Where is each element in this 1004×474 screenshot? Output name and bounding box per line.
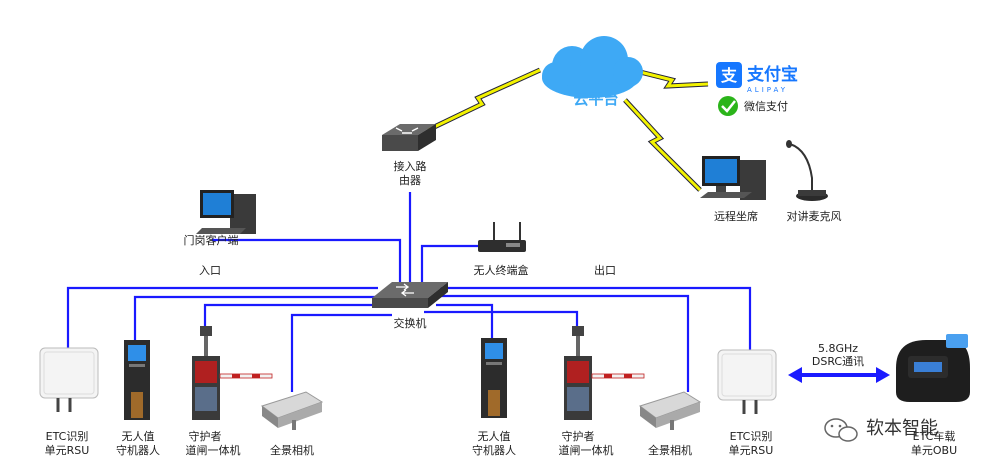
- exit-label: 出口: [594, 263, 616, 277]
- unmanned-robot-left[interactable]: 无人值 守机器人: [116, 340, 160, 457]
- link-rsu-right: [440, 286, 752, 350]
- kiosk-icon: [124, 340, 150, 420]
- wired-links: [66, 192, 752, 392]
- wireless-links: [426, 67, 709, 192]
- etc-rsu-left[interactable]: ETC识别 单元RSU: [39, 347, 99, 457]
- wechat-official-icon: [824, 418, 858, 442]
- panorama-camera-left[interactable]: 全景相机: [260, 391, 324, 457]
- etc-obu[interactable]: ETC车载 单元OBU: [896, 334, 970, 457]
- rsu-left-label-2: 单元RSU: [45, 444, 90, 457]
- dsrc-link: 5.8GHz DSRC通讯: [788, 342, 890, 383]
- network-switch[interactable]: 交换机: [372, 282, 448, 330]
- link-camera-left: [290, 313, 392, 392]
- dsrc-label-2: DSRC通讯: [812, 355, 864, 368]
- cloud-platform[interactable]: 云平台: [542, 36, 643, 108]
- obu-label-2: 单元OBU: [911, 444, 957, 457]
- router-icon: [382, 124, 436, 151]
- guardian-left-label-1: 守护者: [189, 429, 222, 443]
- link-robot-left: [133, 295, 376, 340]
- link-camera-right: [438, 294, 690, 392]
- link-guardian-left: [203, 303, 378, 330]
- access-router[interactable]: 接入路 由器: [382, 124, 436, 187]
- watermark: 软本智能: [824, 418, 938, 442]
- guardian-left-label-2: 道闸一体机: [186, 443, 241, 457]
- barrier-icon: [192, 326, 273, 420]
- guardian-right-label-1: 守护者: [562, 429, 595, 443]
- link-box-switch: [420, 244, 478, 282]
- wireless-cloud-remote: [623, 98, 702, 192]
- router-label-1: 接入路: [394, 160, 427, 173]
- terminal-box-label: 无人终端盒: [474, 263, 529, 277]
- cloud-label: 云平台: [573, 90, 618, 108]
- wechat-label: 微信支付: [744, 99, 788, 113]
- computer-icon: [700, 156, 766, 200]
- wireless-router-cloud: [426, 67, 542, 133]
- wechat-icon: [718, 96, 738, 116]
- wechat-pay: 微信支付: [718, 96, 788, 116]
- robot-left-label-2: 守机器人: [116, 443, 160, 457]
- cloud-icon: [542, 36, 643, 98]
- camera-icon: [638, 391, 702, 430]
- link-robot-right: [436, 303, 494, 338]
- computer-icon: [196, 190, 256, 234]
- robot-right-label-1: 无人值: [478, 430, 511, 443]
- obu-icon: [896, 334, 970, 402]
- link-guardian-right: [424, 310, 579, 330]
- switch-label: 交换机: [394, 316, 427, 330]
- link-rsu-left: [66, 286, 378, 348]
- entrance-label: 入口: [199, 264, 221, 277]
- switch-icon: [372, 282, 448, 308]
- camera-left-label: 全景相机: [270, 443, 314, 457]
- dsrc-label-1: 5.8GHz: [818, 342, 858, 355]
- kiosk-icon: [481, 338, 507, 418]
- alipay-logo: 支 支付宝 ALIPAY: [716, 62, 798, 94]
- barrier-icon: [564, 326, 645, 420]
- remote-seat-label: 远程坐席: [714, 209, 758, 223]
- camera-right-label: 全景相机: [648, 443, 692, 457]
- alipay-cn: 支付宝: [747, 64, 798, 85]
- rsu-left-label-1: ETC识别: [46, 430, 89, 443]
- router-label-2: 由器: [399, 173, 421, 187]
- alipay-icon: [716, 62, 742, 88]
- guardian-right-label-2: 道闸一体机: [559, 443, 614, 457]
- alipay-en: ALIPAY: [747, 86, 788, 94]
- terminal-box-icon: [478, 222, 526, 252]
- robot-right-label-2: 守机器人: [472, 443, 516, 457]
- wireless-cloud-alipay: [639, 69, 709, 89]
- unmanned-robot-right[interactable]: 无人值 守机器人: [472, 338, 516, 457]
- guardian-barrier-right[interactable]: 守护者 道闸一体机: [559, 326, 645, 457]
- gate-client[interactable]: 门岗客户端: [184, 190, 257, 247]
- gate-client-label: 门岗客户端: [184, 233, 239, 247]
- camera-icon: [260, 391, 324, 430]
- remote-seat[interactable]: 远程坐席: [700, 156, 766, 223]
- rsu-right-label-2: 单元RSU: [729, 444, 774, 457]
- robot-left-label-1: 无人值: [122, 430, 155, 443]
- microphone-icon: [786, 140, 828, 201]
- intercom-microphone[interactable]: 对讲麦克风: [786, 140, 842, 223]
- watermark-label: 软本智能: [866, 418, 938, 439]
- link-client-switch: [212, 238, 402, 282]
- rsu-icon: [717, 349, 777, 414]
- etc-rsu-right[interactable]: ETC识别 单元RSU: [717, 349, 777, 457]
- unmanned-terminal-box[interactable]: 无人终端盒: [474, 222, 529, 277]
- rsu-icon: [39, 347, 99, 412]
- panorama-camera-right[interactable]: 全景相机: [638, 391, 702, 457]
- obu-label-1: ETC车载: [913, 429, 956, 443]
- microphone-label: 对讲麦克风: [787, 209, 842, 223]
- rsu-right-label-1: ETC识别: [730, 430, 773, 443]
- guardian-barrier-left[interactable]: 守护者 道闸一体机: [186, 326, 273, 457]
- alipay-icon-glyph: 支: [720, 66, 738, 85]
